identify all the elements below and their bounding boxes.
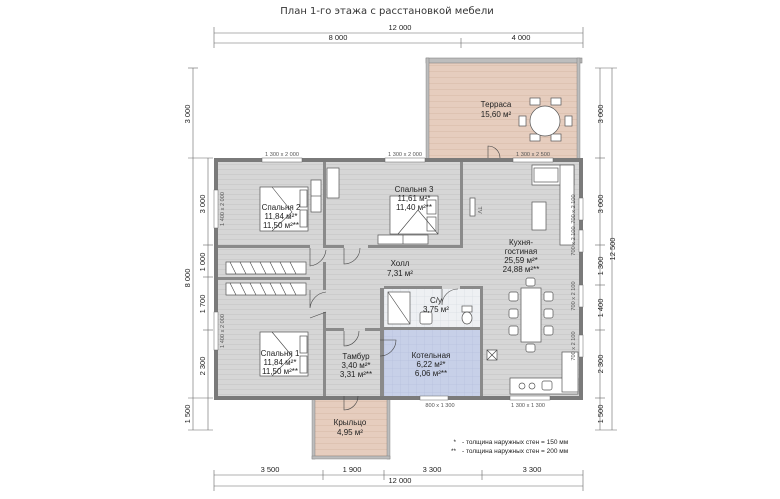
boiler-icon <box>486 349 498 361</box>
dim-left-inner-2: 1 000 <box>198 253 207 272</box>
dim-bottom-3: 3 300 <box>423 465 442 474</box>
window-top-1-label: 1 300 х 2 000 <box>265 152 299 158</box>
window-bottom-1-label: 800 х 1 300 <box>425 403 454 409</box>
kitchen-counter-icon <box>509 351 579 395</box>
hall-area-value: 7,31 м² <box>387 269 413 278</box>
inner-walls <box>218 162 483 396</box>
dining-table-icon <box>508 277 554 353</box>
kitchen-area2: 24,88 м²** <box>503 265 540 274</box>
dim-right-outer: 12 500 <box>608 238 617 261</box>
outer-walls <box>213 157 584 401</box>
dim-left-outer-3: 1 500 <box>183 405 192 424</box>
bedroom1-area1: 11,84 м²* <box>264 358 297 367</box>
wardrobe-bedroom-3-icon <box>326 167 429 245</box>
boiler-name: Котельная <box>412 351 451 360</box>
porch-area <box>311 398 391 460</box>
bedroom1-area2: 11,50 м²** <box>262 367 298 376</box>
bottom-dimensions: 3 500 1 900 3 300 3 300 12 000 <box>213 465 584 491</box>
note-2-mark: ** <box>451 448 457 455</box>
dim-bottom-4: 3 300 <box>523 465 542 474</box>
terrace-area-value: 15,60 м² <box>481 110 512 119</box>
dim-right-inner-4: 1 400 <box>596 299 605 318</box>
boiler-area1: 6,22 м²* <box>416 360 445 369</box>
bedroom3-name: Спальня 3 <box>395 185 434 194</box>
window-left-1-label: 1 400 х 2 000 <box>220 192 226 226</box>
corridor-wardrobe-bottom-icon <box>225 282 307 296</box>
terrace-area <box>425 57 583 161</box>
bedroom1-name: Спальня 1 <box>261 349 300 358</box>
boiler-floor <box>384 330 480 396</box>
note-1-mark: * <box>453 439 456 446</box>
note-1-text: - толщина наружных стен = 150 мм <box>462 439 569 446</box>
bedroom2-area2: 11,50 м²** <box>263 221 299 230</box>
terrace-name: Терраса <box>481 100 512 109</box>
coffee-table-icon <box>531 201 547 231</box>
kitchen-name-2: гостиная <box>505 247 538 256</box>
kitchen-area1: 25,59 м²* <box>504 256 538 265</box>
wardrobe-bedroom-2-icon <box>310 179 322 213</box>
window-right-3-label: 700 х 2 100 <box>571 281 577 310</box>
dim-left-inner-3: 1 700 <box>198 295 207 314</box>
bathroom-name: С/у <box>430 296 442 305</box>
window-right-1-label: 700 х 2 100 <box>571 194 577 223</box>
dim-bottom-2: 1 900 <box>343 465 362 474</box>
window-right-2-label: 700 х 2 100 <box>571 226 577 255</box>
dim-right-inner-1: 3 000 <box>596 105 605 124</box>
top-dimensions: 12 000 8 000 4 000 <box>213 23 584 48</box>
bedroom3-area2: 11,40 м²** <box>396 203 432 212</box>
corridor-wardrobe-top-icon <box>225 261 307 275</box>
dim-right-inner-5: 2 300 <box>596 355 605 374</box>
doors <box>309 145 501 411</box>
toilet-icon <box>461 305 473 325</box>
vestibule-area2: 3,31 м²** <box>340 370 372 379</box>
dim-right-inner-6: 1 500 <box>596 405 605 424</box>
dim-right-inner-2: 3 000 <box>596 195 605 214</box>
tv-label: ТV <box>476 206 482 213</box>
plan-title: План 1-го этажа с расстановкой мебели <box>280 6 493 17</box>
dim-top-left: 8 000 <box>329 33 348 42</box>
sofa-icon <box>531 164 575 246</box>
porch-name: Крыльцо <box>334 418 367 427</box>
dim-right-inner-3: 1 300 <box>596 257 605 276</box>
dim-left-inner-4: 2 300 <box>198 357 207 376</box>
tv-bedroom-3-icon <box>469 197 476 217</box>
bedroom2-area1: 11,84 м²* <box>265 212 298 221</box>
bedroom2-name: Спальня 2 <box>262 203 301 212</box>
sink-bathroom-icon <box>419 311 433 325</box>
vestibule-name: Тамбур <box>342 352 370 361</box>
dim-left-outer-1: 3 000 <box>183 105 192 124</box>
bathroom-area-value: 3,75 м² <box>423 305 449 314</box>
shower-icon <box>387 291 411 325</box>
terrace-table-icon <box>518 97 573 142</box>
bed-bedroom-1-icon <box>259 331 309 377</box>
kitchen-name-1: Кухня- <box>509 238 533 247</box>
dim-top-right: 4 000 <box>512 33 531 42</box>
dim-top-total: 12 000 <box>389 23 412 32</box>
bed-bedroom-2-icon <box>259 186 309 232</box>
dim-left-outer-2: 8 000 <box>183 269 192 288</box>
bedroom3-area1: 11,61 м²* <box>398 194 431 203</box>
boiler-area2: 6,06 м²** <box>415 369 447 378</box>
window-right-4-label: 700 х 2 100 <box>571 331 577 360</box>
dim-bottom-1: 3 500 <box>261 465 280 474</box>
window-top-3-label: 1 300 х 2 500 <box>516 152 550 158</box>
bed-bedroom-3-icon <box>389 195 439 235</box>
window-bottom-2-label: 1 300 х 1 300 <box>511 403 545 409</box>
dim-left-inner-1: 3 000 <box>198 195 207 214</box>
left-dimensions: 3 000 8 000 1 500 3 000 1 000 1 700 2 30… <box>183 67 213 431</box>
window-top-2-label: 1 300 х 2 000 <box>388 152 422 158</box>
note-2-text: - толщина наружных стен = 200 мм <box>462 448 569 455</box>
window-left-2-label: 1 400 х 2 000 <box>220 314 226 348</box>
vestibule-area1: 3,40 м²* <box>341 361 370 370</box>
right-dimensions: 3 000 3 000 1 300 1 400 2 300 1 500 12 5… <box>595 67 617 431</box>
dim-bottom-total: 12 000 <box>389 476 412 485</box>
hall-name: Холл <box>391 259 410 268</box>
porch-area-value: 4,95 м² <box>337 428 363 437</box>
